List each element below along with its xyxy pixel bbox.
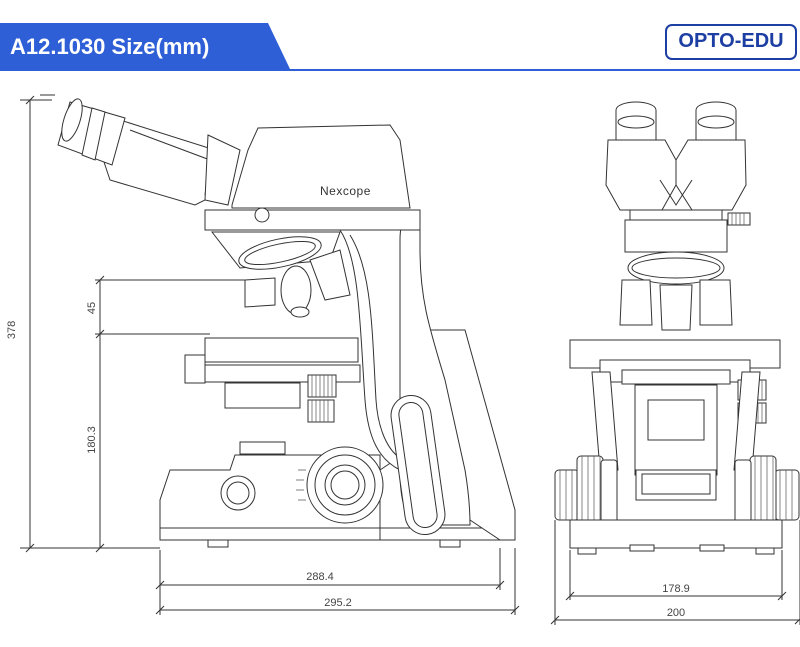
front-view-microscope [554, 101, 800, 555]
side-view-microscope: Nexcope [57, 98, 516, 548]
dim-stage-height: 180.3 [86, 426, 98, 454]
dim-base-width: 178.9 [662, 583, 690, 595]
dim-base-depth: 288.4 [306, 571, 334, 583]
page-title: A12.1030 Size(mm) [10, 34, 210, 59]
header-banner [0, 23, 290, 69]
dim-total-width: 200 [667, 607, 685, 619]
dim-total-depth: 295.2 [324, 597, 352, 609]
header-divider [0, 69, 800, 71]
dim-total-height: 378 [6, 321, 18, 339]
brand-logo: OPTO-EDU [665, 24, 797, 60]
dim-stage-objective: 45 [86, 302, 98, 314]
side-view-dimensions: 378 45 180.3 288.4 295.2 [6, 94, 520, 615]
front-view-dimensions: 178.9 200 [550, 520, 800, 625]
brand-label: Nexcope [320, 184, 371, 198]
